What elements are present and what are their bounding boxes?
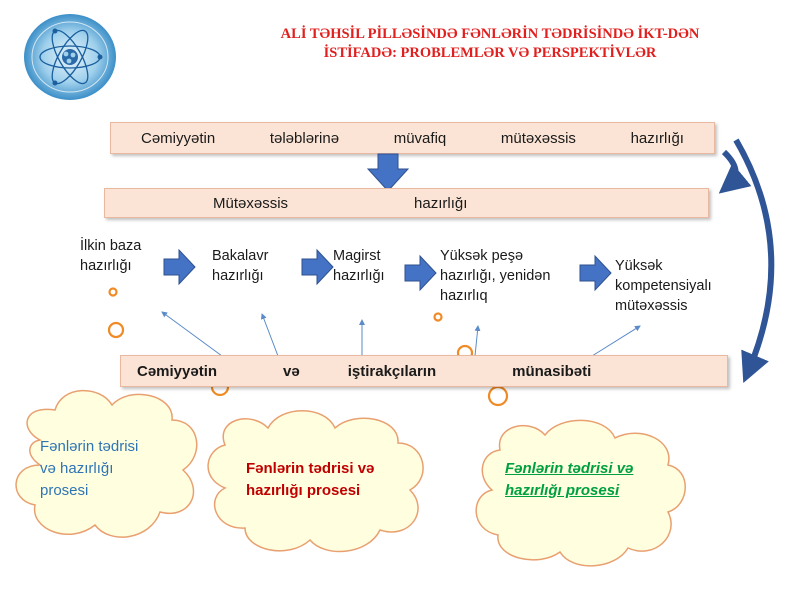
middle-bar: Mütəxəssis hazırlığı: [104, 188, 709, 218]
right-arrow-icon: [579, 254, 612, 292]
stage-bachelor: Bakalavr hazırlığı: [212, 248, 269, 284]
curved-arrow-icon: [718, 149, 752, 194]
decor-circle: [487, 385, 509, 407]
decor-circle: [108, 287, 118, 297]
decor-circle: [107, 321, 125, 339]
bottom-bar-word: münasibəti: [512, 362, 592, 380]
right-arrow-icon: [163, 248, 196, 286]
decor-circle: [433, 312, 443, 322]
bottom-bar-word: iştirakçıların: [347, 362, 437, 380]
logo: [22, 12, 118, 102]
title-line-2: İSTİFADƏ: PROBLEMLƏR VƏ PERSPEKTİVLƏR: [323, 45, 657, 61]
connector-arrow: [591, 325, 641, 357]
down-arrow-icon: [366, 153, 410, 192]
page-title: ALİ TƏHSİL PİLLƏSİNDƏ FƏNLƏRİN TƏDRİSİND…: [200, 25, 780, 63]
middle-bar-word: hazırlığı: [414, 194, 468, 212]
top-bar: Cəmiyyətin tələblərinə müvafiq mütəxəssi…: [110, 122, 715, 154]
top-bar-word: Cəmiyyətin: [141, 129, 216, 147]
cloud-shape: [15, 389, 198, 538]
title-line-1: ALİ TƏHSİL PİLLƏSİNDƏ FƏNLƏRİN TƏDRİSİND…: [280, 26, 700, 42]
right-arrow-icon: [404, 254, 437, 292]
stage-basic: İlkin baza hazırlığı: [80, 238, 142, 274]
atom-logo-icon: [24, 14, 116, 100]
middle-bar-word: Mütəxəssis: [213, 194, 289, 212]
right-arrow-icon: [301, 248, 334, 286]
top-bar-word: müvafiq: [393, 129, 447, 147]
stage-professional: Yüksək peşə hazırlığı, yenidən hazırlıq: [440, 248, 551, 304]
top-bar-word: tələblərinə: [269, 129, 340, 147]
top-bar-word: hazırlığı: [630, 129, 684, 147]
cloud-text-red: Fənlərin tədrisi və hazırlığı prosesi: [246, 460, 375, 499]
connector-arrow: [474, 325, 481, 357]
connector-arrow: [161, 311, 223, 357]
bottom-bar: Cəmiyyətin və iştirakçıların münasibəti: [120, 355, 728, 387]
curved-arrow-icon: [733, 138, 775, 384]
bottom-bar-word: Cəmiyyətin: [137, 362, 218, 380]
cloud-shape: [207, 410, 424, 553]
cloud-text-blue: Fənlərin tədrisi və hazırlığı prosesi: [40, 438, 139, 499]
stage-master: Magirst hazırlığı: [333, 248, 385, 284]
top-bar-word: mütəxəssis: [500, 129, 576, 147]
cloud-shape: [475, 419, 686, 567]
bottom-bar-word: və: [283, 362, 300, 380]
connector-arrow: [260, 313, 279, 357]
stage-competent-specialist: Yüksək kompetensiyalı mütəxəssis: [615, 258, 712, 314]
cloud-text-green: Fənlərin tədrisi və hazırlığı prosesi: [505, 460, 634, 499]
